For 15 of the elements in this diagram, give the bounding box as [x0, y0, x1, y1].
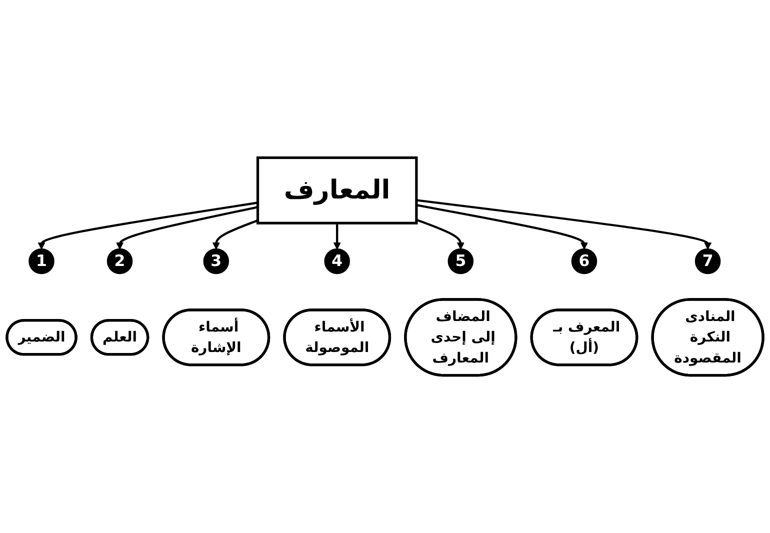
arrow [333, 223, 341, 250]
node-circle: 5 [448, 248, 474, 274]
arrow [116, 206, 258, 250]
node-circle: 1 [28, 248, 54, 274]
node-circle: 6 [571, 248, 598, 274]
arrow [212, 219, 258, 250]
node-circle: 4 [324, 248, 350, 274]
arrow [416, 218, 464, 250]
node-box: المعارف [256, 156, 418, 224]
arrow [416, 199, 712, 250]
node-circle: 7 [694, 248, 721, 274]
node-circle: 2 [106, 248, 133, 274]
arrow [416, 204, 588, 250]
arrow [38, 202, 258, 250]
node-circle: 3 [203, 248, 230, 274]
